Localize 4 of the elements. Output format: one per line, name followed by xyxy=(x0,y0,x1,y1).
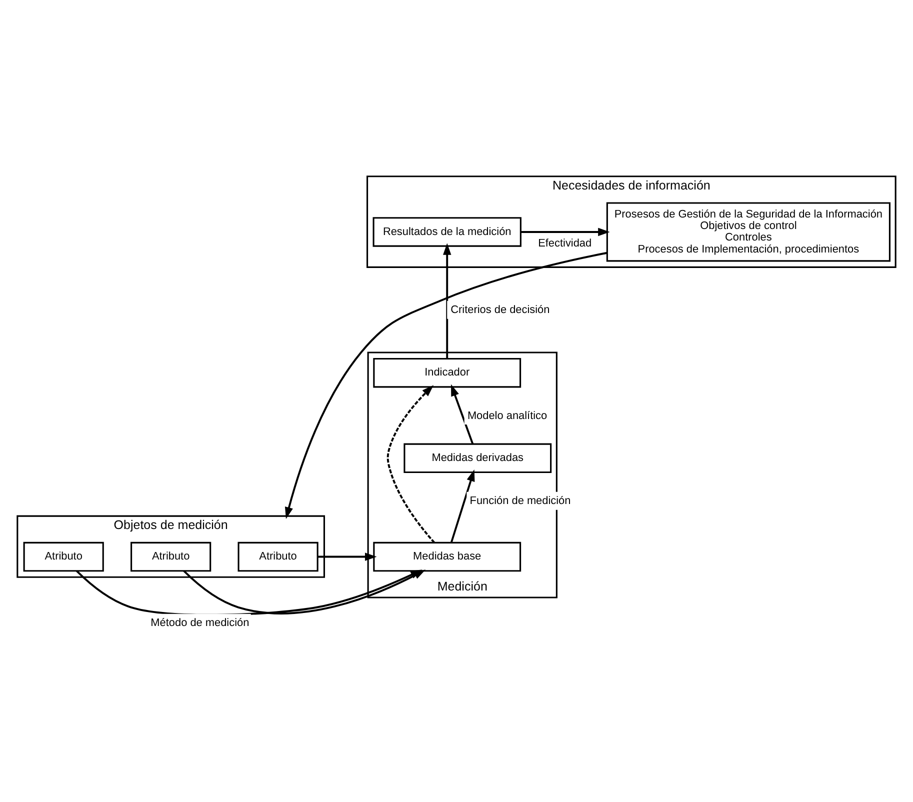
edge-label: Modelo analítico xyxy=(467,410,548,422)
edge-label: Efectividad xyxy=(538,238,592,250)
edge-label: Método de medición xyxy=(150,617,250,630)
edge-label: Criterios de decisión xyxy=(450,304,550,316)
